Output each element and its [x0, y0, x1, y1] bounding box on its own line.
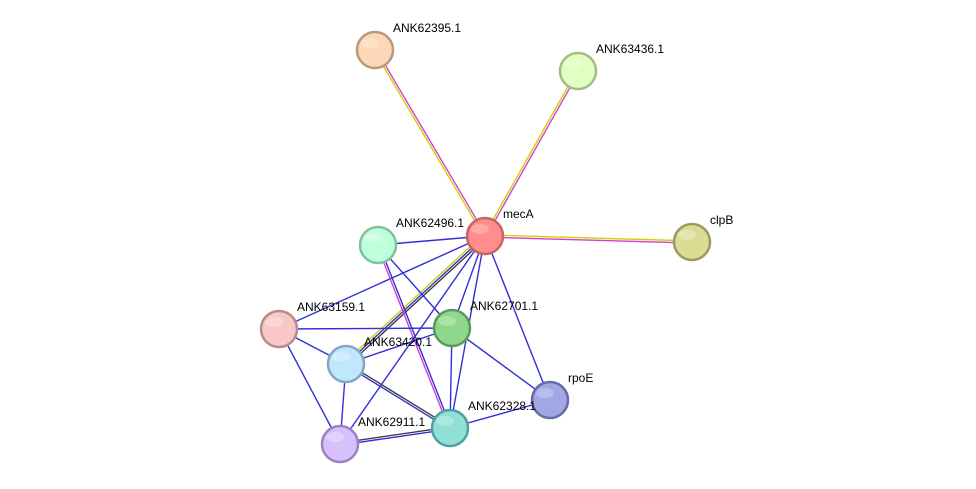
edge-ANK63420.1-ANK62328.1: [345, 362, 451, 430]
edge-mecA-ANK62395.1: [373, 49, 487, 237]
node-circle[interactable]: [259, 309, 299, 349]
edge-line: [345, 364, 450, 430]
node-highlight: [361, 38, 379, 48]
node-circle[interactable]: [432, 308, 472, 348]
node-ANK62911.1[interactable]: ANK62911.1: [320, 415, 425, 464]
node-label: ANK62911.1: [358, 415, 425, 429]
edge-line: [485, 234, 693, 242]
node-ANK62395.1[interactable]: ANK62395.1: [355, 21, 461, 70]
node-label: rpoE: [568, 371, 593, 385]
edge-ANK62701.1-rpoE: [451, 327, 551, 401]
node-circle[interactable]: [326, 344, 366, 384]
edge-line: [278, 235, 486, 330]
node-label: ANK62328.1: [468, 399, 536, 413]
edge-line: [344, 233, 484, 363]
edge-line: [373, 50, 485, 237]
edge-ANK63159.1-ANK62911.1: [278, 328, 341, 445]
edge-line: [278, 327, 453, 330]
edge-line: [278, 328, 341, 445]
edge-mecA-rpoE: [484, 235, 551, 401]
edge-line: [376, 245, 450, 429]
node-highlight: [536, 388, 554, 398]
node-rpoE[interactable]: rpoE: [530, 371, 593, 420]
node-highlight: [326, 432, 344, 442]
edge-line: [485, 71, 580, 237]
node-label: clpB: [710, 213, 733, 227]
node-highlight: [471, 224, 489, 234]
node-label: ANK62701.1: [470, 299, 538, 313]
node-highlight: [564, 59, 582, 69]
node-label: ANK63159.1: [297, 300, 365, 314]
node-clpB[interactable]: clpB: [672, 213, 733, 262]
edge-line: [375, 49, 487, 236]
node-circle[interactable]: [465, 216, 505, 256]
edge-ANK63159.1-ANK62701.1: [278, 327, 453, 330]
node-ANK62701.1[interactable]: ANK62701.1: [432, 299, 538, 348]
node-circle[interactable]: [672, 222, 712, 262]
node-highlight: [332, 352, 350, 362]
node-label: ANK63420.1: [364, 335, 432, 349]
edge-line: [347, 237, 487, 367]
node-circle[interactable]: [355, 30, 395, 70]
node-ANK63420.1[interactable]: ANK63420.1: [326, 335, 432, 384]
edge-mecA-ANK63436.1: [483, 70, 580, 237]
edge-line: [339, 235, 486, 445]
edge-line: [346, 362, 451, 428]
edge-mecA-ANK62911.1: [339, 235, 486, 445]
node-highlight: [678, 230, 696, 240]
node-label: ANK63436.1: [596, 42, 664, 56]
node-circle[interactable]: [430, 408, 470, 448]
node-label: mecA: [503, 207, 534, 221]
node-ANK63436.1[interactable]: ANK63436.1: [558, 42, 664, 91]
node-highlight: [364, 233, 382, 243]
edge-ANK62496.1-ANK62328.1: [376, 244, 452, 429]
node-label: ANK62395.1: [393, 21, 461, 35]
edge-line: [378, 244, 452, 428]
node-ANK63159.1[interactable]: ANK63159.1: [259, 300, 365, 349]
node-circle[interactable]: [358, 225, 398, 265]
node-label: ANK62496.1: [396, 216, 464, 230]
node-circle[interactable]: [530, 380, 570, 420]
edge-line: [484, 236, 692, 244]
edge-line: [345, 235, 486, 365]
edge-mecA-ANK63159.1: [278, 235, 486, 330]
edge-mecA-ANK63420.1: [344, 233, 487, 367]
node-circle[interactable]: [558, 51, 598, 91]
node-highlight: [438, 316, 456, 326]
node-highlight: [265, 317, 283, 327]
edge-line: [484, 235, 551, 401]
node-circle[interactable]: [320, 424, 360, 464]
edge-mecA-clpB: [484, 234, 693, 244]
edge-line: [451, 327, 551, 401]
node-highlight: [436, 416, 454, 426]
node-ANK62496.1[interactable]: ANK62496.1: [358, 216, 464, 265]
node-mecA[interactable]: mecA: [465, 207, 534, 256]
node-ANK62328.1[interactable]: ANK62328.1: [430, 399, 536, 448]
edge-line: [483, 70, 578, 236]
